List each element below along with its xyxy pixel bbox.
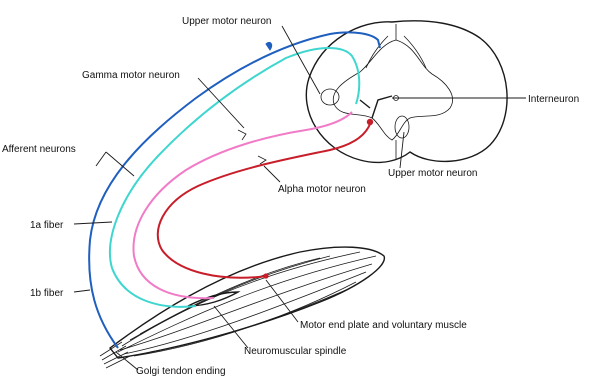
lateral-tract-left [321,89,339,105]
leader-alpha [264,166,280,182]
alpha-motor-fiber [158,124,370,278]
leader-gamma [198,78,244,128]
leader-afferent-b [106,152,134,176]
dorsal-horn-right [404,36,426,68]
leader-upper-motor-top [282,26,320,94]
alpha-cell-body-marker [258,156,266,164]
afferent-1a-fiber [110,48,359,307]
label-afferent-neurons: Afferent neurons [2,144,76,155]
label-upper-motor-neuron-top: Upper motor neuron [182,16,272,27]
label-neuromuscular-spindle: Neuromuscular spindle [244,346,347,357]
dorsal-horn-left [366,36,388,68]
leader-afferent-a [96,152,106,166]
label-upper-motor-neuron-bottom: Upper motor neuron [388,168,478,179]
leader-1b [74,290,90,292]
label-alpha-motor-neuron: Alpha motor neuron [278,184,366,195]
labels: Upper motor neuron Gamma motor neuron In… [2,16,579,377]
alpha-cell-body-in-cord [367,119,373,125]
label-interneuron: Interneuron [528,94,579,105]
label-golgi-tendon-ending: Golgi tendon ending [136,366,226,377]
interneuron-connection [360,96,392,118]
dorsal-root-ganglion-marker [266,42,272,50]
motor-end-plate-marker [263,273,268,278]
label-motor-end-plate: Motor end plate and voluntary muscle [300,320,467,331]
label-1a-fiber: 1a fiber [30,220,64,231]
label-gamma-motor-neuron: Gamma motor neuron [82,70,180,81]
spinal-cord-cross-section [306,21,507,163]
gamma-cell-body-marker [238,130,246,140]
label-1b-fiber: 1b fiber [30,288,64,299]
